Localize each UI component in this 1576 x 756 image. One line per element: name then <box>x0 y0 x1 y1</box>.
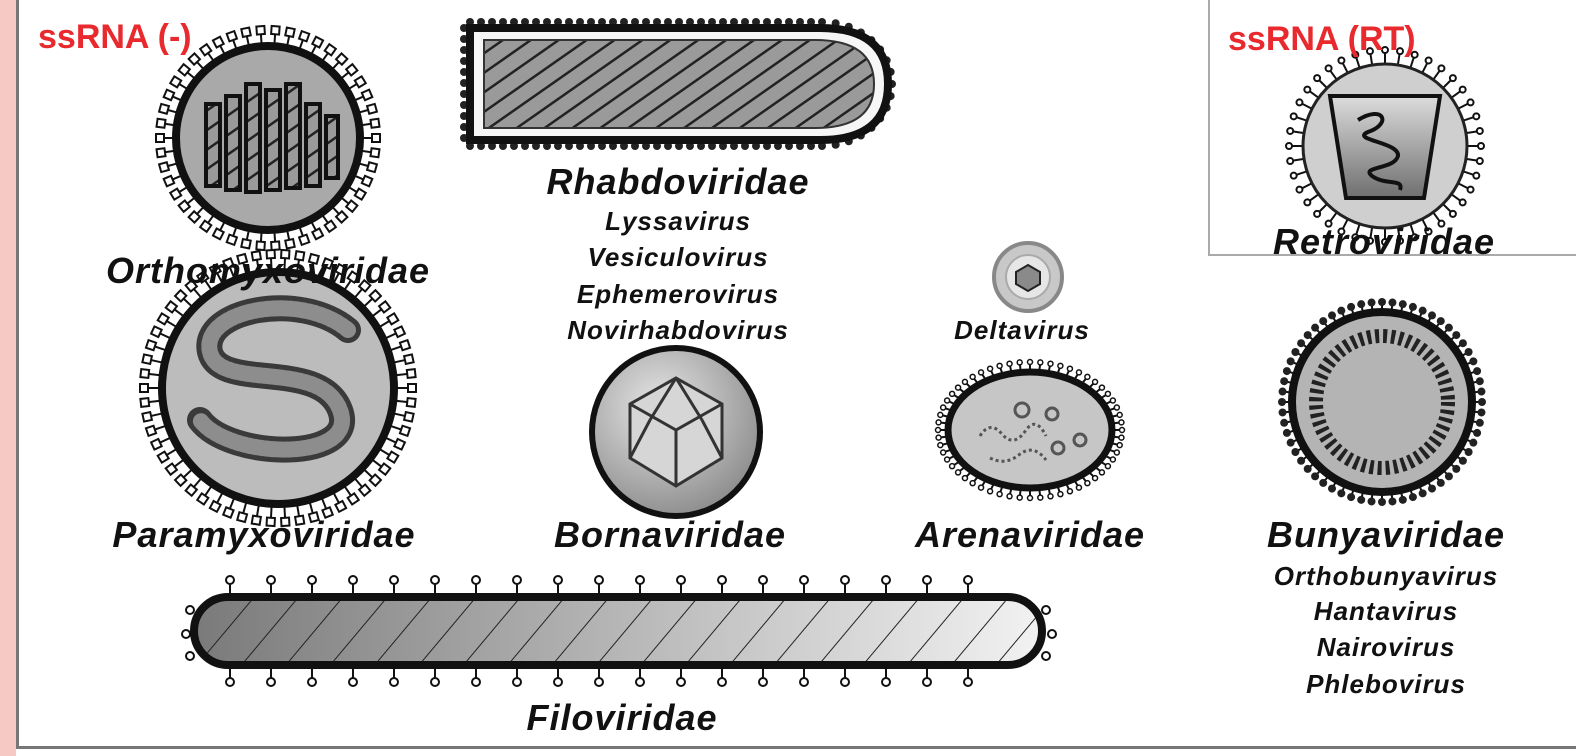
rhabdoviridae-virion <box>460 18 896 150</box>
retroviridae-label: Retroviridae <box>1273 224 1495 260</box>
bunyaviridae-virion <box>1278 298 1486 506</box>
arenaviridae-virion <box>936 360 1125 501</box>
paramyxoviridae-label: Paramyxoviridae <box>112 517 415 553</box>
bunyaviridae-genus-1: Orthobunyavirus <box>1274 563 1498 589</box>
bornaviridae-label: Bornaviridae <box>554 517 786 553</box>
rhabdoviridae-genus-2: Vesiculovirus <box>587 244 768 270</box>
filoviridae-label: Filoviridae <box>526 700 717 736</box>
arenaviridae-label: Arenaviridae <box>915 517 1145 553</box>
bunyaviridae-genus-2: Hantavirus <box>1314 598 1458 624</box>
ssrna-rt-label: ssRNA (RT) <box>1228 22 1416 56</box>
bunyaviridae-label: Bunyaviridae <box>1267 517 1505 553</box>
rhabdoviridae-label: Rhabdoviridae <box>546 164 809 200</box>
paramyxoviridae-virion <box>140 250 416 526</box>
bunyaviridae-genus-3: Nairovirus <box>1317 634 1456 660</box>
bornaviridae-virion <box>592 348 760 516</box>
orthomyxoviridae-virion <box>156 26 380 250</box>
ssrna-negative-label: ssRNA (-) <box>38 20 192 54</box>
rhabdoviridae-genus-1: Lyssavirus <box>605 208 751 234</box>
rhabdoviridae-genus-3: Ephemerovirus <box>577 281 779 307</box>
filoviridae-virion <box>182 576 1056 686</box>
deltavirus-virion <box>994 243 1062 311</box>
retroviridae-virion <box>1286 47 1484 245</box>
bunyaviridae-genus-4: Phlebovirus <box>1306 671 1466 697</box>
deltavirus-label: Deltavirus <box>954 317 1090 343</box>
orthomyxoviridae-label: Orthomyxoviridae <box>106 253 430 289</box>
rhabdoviridae-genus-4: Novirhabdovirus <box>567 317 789 343</box>
